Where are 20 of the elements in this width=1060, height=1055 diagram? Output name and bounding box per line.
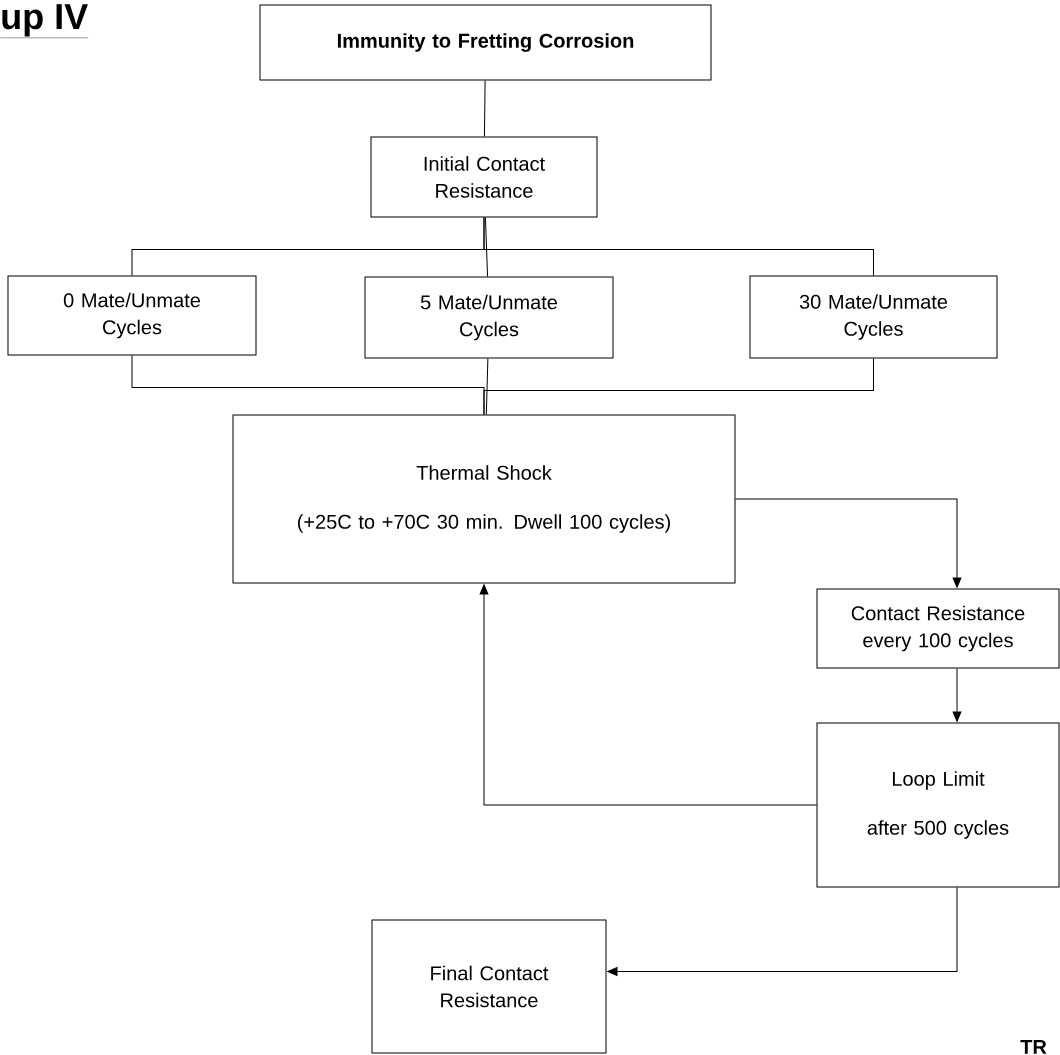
process-box: Immunity to Fretting Corrosion <box>259 4 712 81</box>
arrow <box>479 584 817 806</box>
process-box: Initial Contact Resistance <box>370 136 598 218</box>
process-box: Contact Resistance every 100 cycles <box>816 588 1060 669</box>
heading: up IV <box>0 4 89 39</box>
arrow <box>952 668 962 722</box>
arrow <box>607 887 958 976</box>
process-box: 0 Mate/Unmate Cycles <box>7 275 257 356</box>
corner-label: TR <box>1020 1040 1047 1054</box>
process-box: 5 Mate/Unmate Cycles <box>364 276 614 359</box>
process-box: Final Contact Resistance <box>371 919 607 1054</box>
connector-line <box>483 217 874 276</box>
arrow <box>735 498 962 588</box>
process-box: Thermal Shock (+25C to +70C 30 min. Dwell 100 cycles) <box>232 414 736 584</box>
connector-line <box>484 217 489 277</box>
connector-line <box>483 358 874 415</box>
process-box: Loop Limit after 500 cycles <box>816 722 1060 888</box>
connector-line <box>485 358 489 415</box>
connector-line <box>483 80 486 137</box>
process-box: 30 Mate/Unmate Cycles <box>749 275 998 359</box>
